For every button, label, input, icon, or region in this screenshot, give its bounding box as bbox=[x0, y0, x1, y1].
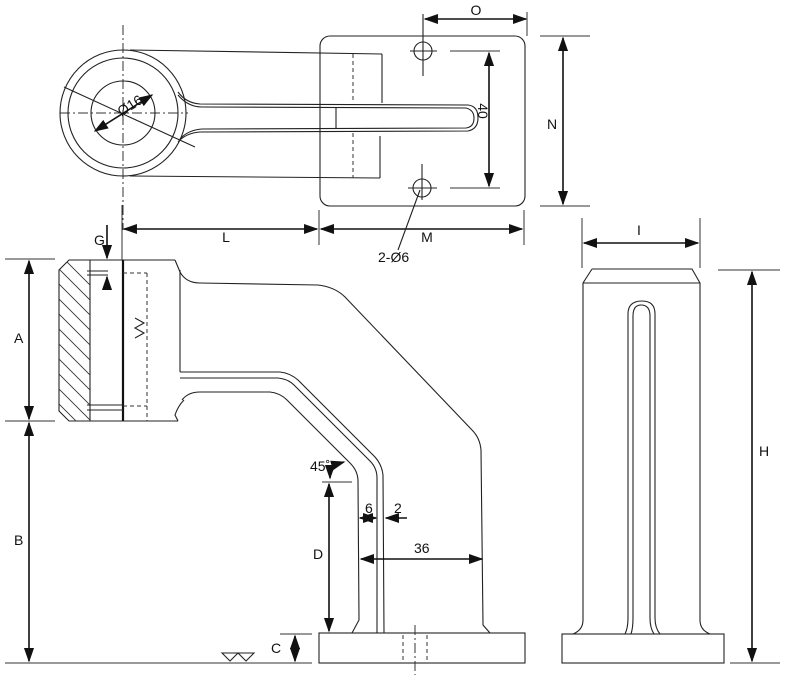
boss-outer-circle bbox=[59, 49, 187, 177]
diameter-dimension-line bbox=[93, 94, 154, 132]
slot-inner bbox=[630, 304, 655, 635]
top-view: Ø16 40 O N bbox=[59, 2, 590, 265]
dimension-6-label: 6 bbox=[365, 500, 373, 516]
dimension-L-label: L bbox=[222, 229, 230, 245]
dimension-G-label: G bbox=[94, 232, 105, 248]
front-section-view: G A B C D 45˚ 6 2 36 bbox=[5, 225, 526, 675]
rib-outer-line bbox=[180, 371, 385, 634]
side-outline-left bbox=[572, 268, 593, 635]
dimension-36-label: 36 bbox=[414, 540, 430, 556]
boss-inner-circle bbox=[67, 57, 179, 169]
angle-arc bbox=[324, 460, 346, 480]
rib-outline bbox=[177, 91, 479, 143]
base-plate-side bbox=[561, 633, 725, 664]
hole-callout-leader bbox=[397, 189, 421, 251]
side-outline-right bbox=[592, 268, 711, 635]
dimension-H-label: H bbox=[759, 443, 769, 459]
slot-outer bbox=[624, 300, 661, 635]
dimension-C-label: C bbox=[271, 640, 281, 656]
side-view: I H bbox=[561, 218, 780, 664]
hole-spacing-label: 40 bbox=[475, 103, 491, 119]
base-plate-front bbox=[318, 632, 526, 664]
rib-inner-line bbox=[180, 377, 378, 633]
dimension-I-label: I bbox=[637, 222, 641, 238]
dimension-2-label: 2 bbox=[394, 500, 402, 516]
hatching bbox=[59, 260, 90, 421]
angle-label: 45˚ bbox=[310, 458, 330, 474]
dimension-A-label: A bbox=[14, 330, 24, 346]
dimension-B-label: B bbox=[14, 532, 23, 548]
body-inner-contour bbox=[181, 391, 360, 634]
body-outer-contour bbox=[174, 259, 491, 634]
surface-finish-icon bbox=[133, 317, 146, 339]
dimension-M-label: M bbox=[421, 229, 433, 245]
surface-finish-base-icon bbox=[220, 652, 256, 662]
bore-circle bbox=[90, 80, 156, 146]
dimension-N-label: N bbox=[547, 116, 557, 132]
dimension-O-label: O bbox=[471, 2, 482, 18]
arm-top-edge bbox=[129, 49, 383, 55]
arm-bottom-edge bbox=[129, 175, 381, 179]
dimension-D-label: D bbox=[313, 546, 323, 562]
hole-callout-label: 2-Ø6 bbox=[378, 249, 409, 265]
